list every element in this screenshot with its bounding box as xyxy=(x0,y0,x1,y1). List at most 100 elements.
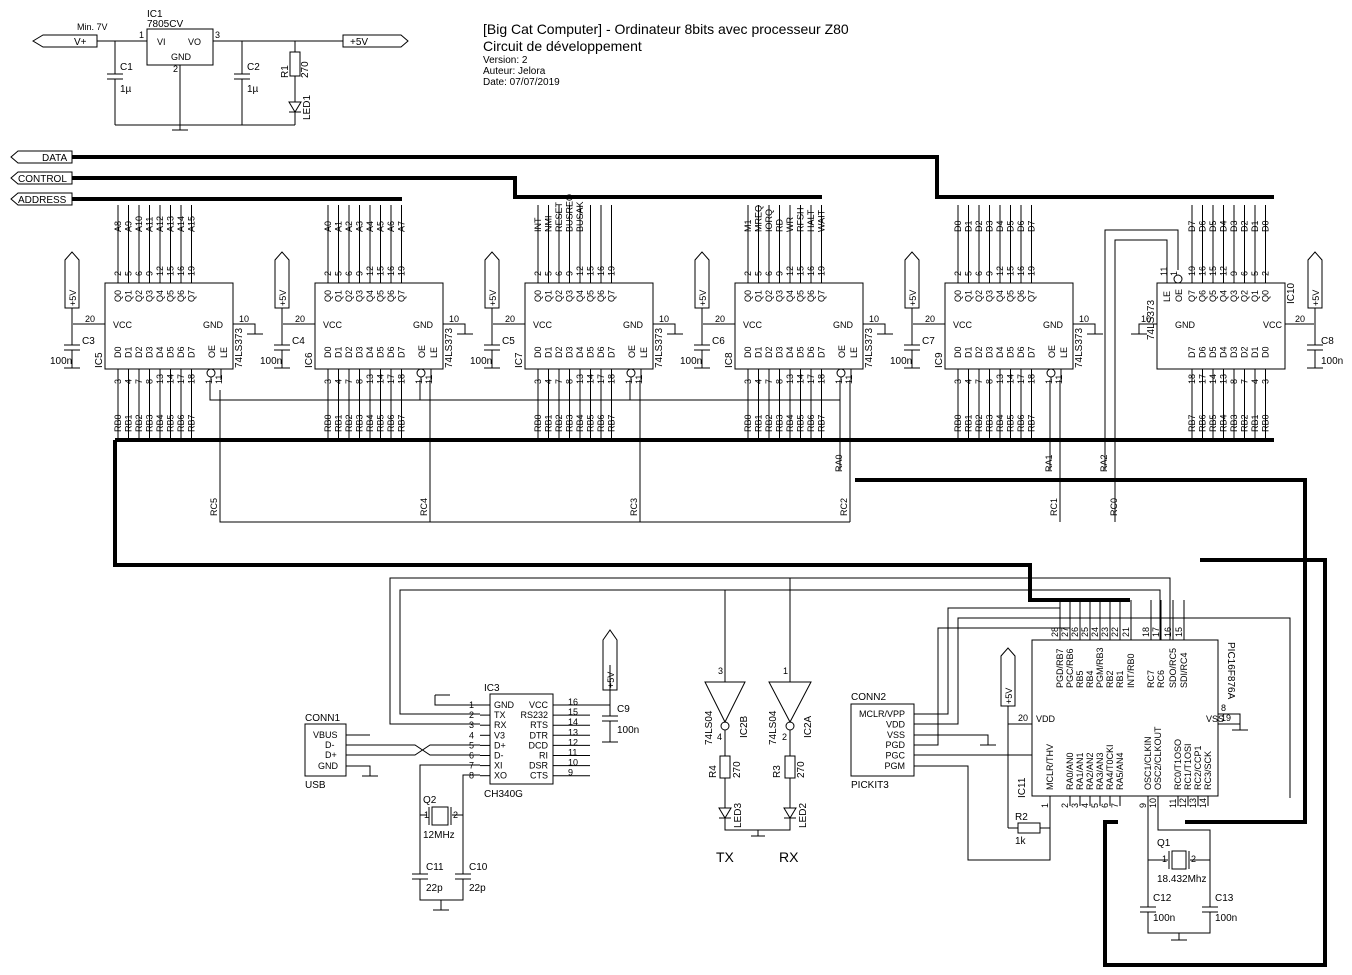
reg-pin2: 2 xyxy=(173,64,178,74)
bus-signal-label: BUSREQ xyxy=(565,194,575,232)
d-pin-number: 3 xyxy=(953,379,963,384)
cap-value: 100n xyxy=(890,356,912,367)
q2-value: 12MHz xyxy=(423,830,455,841)
bus-signal-label: D4 xyxy=(995,220,1005,232)
control-net-label: RC3 xyxy=(629,498,639,516)
pic-bottom-pin-number: 2 xyxy=(1060,803,1070,808)
rb-net-label: RB3 xyxy=(565,414,575,432)
bus-signal-label: D1 xyxy=(964,220,974,232)
le-pin-number: 11 xyxy=(844,375,854,384)
pic-top-pin-number: 27 xyxy=(1060,627,1070,637)
ic2a-part: 74LS04 xyxy=(768,710,779,745)
r2-value: 1k xyxy=(1015,836,1027,847)
bus-signal-label: D0 xyxy=(1261,220,1271,232)
d-pin-number: 7 xyxy=(554,379,564,384)
rb-net-label: RB5 xyxy=(376,414,386,432)
q-pin-name: Q7 xyxy=(1187,290,1197,302)
bus-signal-label: A3 xyxy=(355,221,365,232)
q-pin-number: 16 xyxy=(176,266,186,276)
q-pin-number: 2 xyxy=(323,271,333,276)
d-pin-name: D5 xyxy=(1208,346,1218,358)
q-pin-name: Q0 xyxy=(533,290,543,302)
rc-bus-line-right xyxy=(855,478,1307,824)
q-pin-number: 9 xyxy=(145,271,155,276)
oe-label: OE xyxy=(1047,345,1057,358)
gnd-pin-number: 10 xyxy=(1141,314,1151,324)
q-pin-number: 12 xyxy=(365,266,375,276)
le-pin-number: 11 xyxy=(424,375,434,384)
pic-top-pin: RB5 xyxy=(1075,670,1085,688)
bus-signal-label: D6 xyxy=(1016,220,1026,232)
vout-port xyxy=(342,34,409,48)
bus-signal-label: RD xyxy=(775,219,785,232)
pic-top-pin: PGC/RB6 xyxy=(1065,648,1075,688)
q-pin-name: Q6 xyxy=(176,290,186,302)
ic2a-ref: IC2A xyxy=(803,715,814,738)
ic2a-pin2: 2 xyxy=(782,732,787,742)
gnd-pin-number: 10 xyxy=(869,314,879,324)
d-pin-name: D1 xyxy=(544,346,554,358)
q-pin-number: 12 xyxy=(1219,266,1229,276)
q2-ref: Q2 xyxy=(423,795,437,806)
gnd-label: GND xyxy=(623,320,644,330)
q-pin-number: 9 xyxy=(565,271,575,276)
d-pin-name: D7 xyxy=(817,346,827,358)
q-pin-name: Q5 xyxy=(166,290,176,302)
d-pin-number: 18 xyxy=(1187,374,1197,384)
cap-ref: C8 xyxy=(1321,336,1334,347)
rb-net-label: RB6 xyxy=(386,414,396,432)
d-pin-number: 3 xyxy=(743,379,753,384)
d-pin-number: 13 xyxy=(575,374,585,384)
c12-value: 100n xyxy=(1153,913,1175,924)
bus-signal-label: A7 xyxy=(397,221,407,232)
ch340-left-pin-number: 4 xyxy=(469,730,474,740)
rb-net-label: RB6 xyxy=(806,414,816,432)
ch340-left-pin-number: 2 xyxy=(469,710,474,720)
latch-body xyxy=(944,282,1074,370)
vcc-label: VCC xyxy=(323,320,343,330)
latch-ref: IC5 xyxy=(94,352,105,368)
crystal-q1 xyxy=(1171,850,1187,870)
cap-value: 100n xyxy=(50,356,72,367)
led1-ref: LED1 xyxy=(302,95,313,120)
bus-signal-label: A4 xyxy=(365,221,375,232)
q-pin-name: Q2 xyxy=(1240,290,1250,302)
d-pin-number: 14 xyxy=(376,374,386,384)
oe-pin-number: 1 xyxy=(204,379,214,384)
d-pin-name: D3 xyxy=(145,346,155,358)
d-pin-name: D7 xyxy=(607,346,617,358)
ch340g-part: CH340G xyxy=(484,789,523,800)
rb-net-label: RB4 xyxy=(1219,414,1229,432)
pickit-conn-name: PICKIT3 xyxy=(851,780,889,791)
ch340-right-pin: DCD xyxy=(529,740,549,750)
q-pin-number: 5 xyxy=(544,271,554,276)
gnd-label: GND xyxy=(833,320,854,330)
q-pin-name: Q2 xyxy=(974,290,984,302)
gnd-pin-number: 10 xyxy=(239,314,249,324)
vcc-pin-number: 20 xyxy=(295,314,305,324)
q-pin-number: 19 xyxy=(1027,266,1037,276)
q-pin-name: Q3 xyxy=(985,290,995,302)
q-pin-number: 15 xyxy=(1208,266,1218,276)
usb-conn-name: USB xyxy=(305,780,326,791)
ra1-label: RA1 xyxy=(1044,454,1054,472)
bus-signal-label: D5 xyxy=(1006,220,1016,232)
rb-net-label: RB0 xyxy=(953,414,963,432)
ch340-left-pin: RX xyxy=(494,720,507,730)
d-pin-number: 7 xyxy=(344,379,354,384)
vcc-pin-number: 20 xyxy=(715,314,725,324)
q-pin-name: Q2 xyxy=(554,290,564,302)
ch340-left-pin-number: 8 xyxy=(469,771,474,781)
ch340-right-pin: RS232 xyxy=(520,710,548,720)
bus-signal-label: HALT xyxy=(806,209,816,232)
supply-arrow xyxy=(694,251,710,309)
q-pin-number: 16 xyxy=(806,266,816,276)
ch340-right-pin: RTS xyxy=(530,720,548,730)
d-pin-number: 13 xyxy=(1219,374,1229,384)
rb-net-label: RB0 xyxy=(743,414,753,432)
q-pin-name: Q4 xyxy=(155,290,165,302)
pic-bottom-pin-number: 10 xyxy=(1148,798,1158,808)
d-pin-name: D3 xyxy=(1229,346,1239,358)
pic-bottom-pin: OSC2/CLKOUT xyxy=(1153,726,1163,790)
pic-top-pin: SDO/RC5 xyxy=(1168,648,1178,688)
